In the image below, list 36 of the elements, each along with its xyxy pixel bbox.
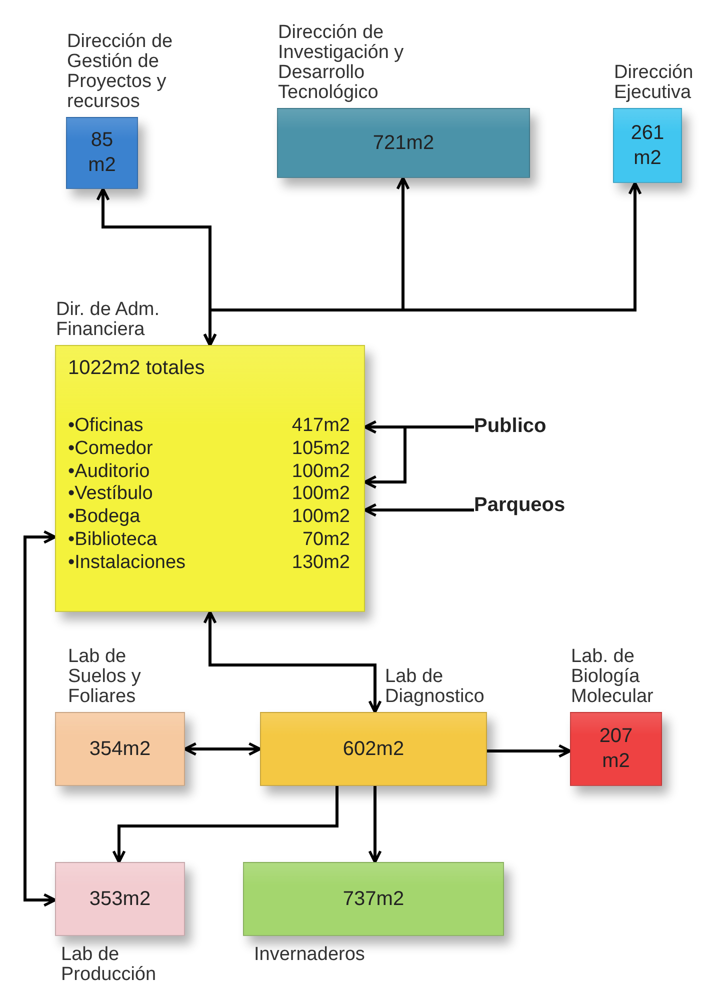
- room-heading: Dirección Ejecutiva: [614, 63, 694, 103]
- area-list-item: •Oficinas 417m2: [68, 415, 350, 438]
- area-value: 261 m2: [630, 120, 666, 170]
- arrow: [487, 744, 572, 758]
- arrow: [112, 786, 338, 864]
- room-heading: Lab. de Biología Molecular: [571, 647, 654, 707]
- area-value: 602m2: [342, 736, 404, 762]
- room-heading: Dirección de Gestión de Proyectos y recursos: [67, 32, 174, 112]
- area-value: 85 m2: [87, 128, 117, 178]
- area-list-item: •Instalaciones 130m2: [68, 552, 350, 575]
- area-list-item: •Biblioteca 70m2: [68, 528, 350, 552]
- area-value: 354m2: [89, 736, 151, 762]
- room-heading: Dirección de Investigación y Desarrollo Tecnológico: [278, 23, 405, 103]
- room-heading: Lab de Suelos y Foliares: [68, 647, 142, 707]
- arrow: [203, 182, 642, 346]
- area-value: 721m2: [372, 130, 434, 156]
- area-list-item: •Auditorio 100m2: [68, 460, 350, 484]
- label-text: Parqueos: [474, 494, 566, 517]
- room-heading: Lab de Producción: [61, 945, 158, 985]
- area-list-item: •Vestíbulo 100m2: [68, 483, 350, 506]
- arrow: [24, 530, 56, 907]
- arrow: [184, 742, 262, 756]
- label-text: Publico: [474, 415, 546, 438]
- arrow: [364, 426, 474, 489]
- arrow: [203, 610, 382, 714]
- area-value: 353m2: [89, 886, 151, 912]
- room-heading: Dir. de Adm. Financiera: [56, 300, 160, 340]
- arrow: [368, 786, 382, 864]
- area-value: 207 m2: [598, 724, 634, 774]
- total-area-text: 1022m2 totales: [68, 356, 206, 381]
- room-heading: Invernaderos: [254, 945, 366, 965]
- room-heading: Lab de Diagnostico: [385, 667, 486, 707]
- area-list-item: •Comedor 105m2: [68, 438, 350, 461]
- arrow: [364, 503, 474, 517]
- area-list-item: •Bodega 100m2: [68, 506, 350, 529]
- area-value: 737m2: [342, 886, 404, 912]
